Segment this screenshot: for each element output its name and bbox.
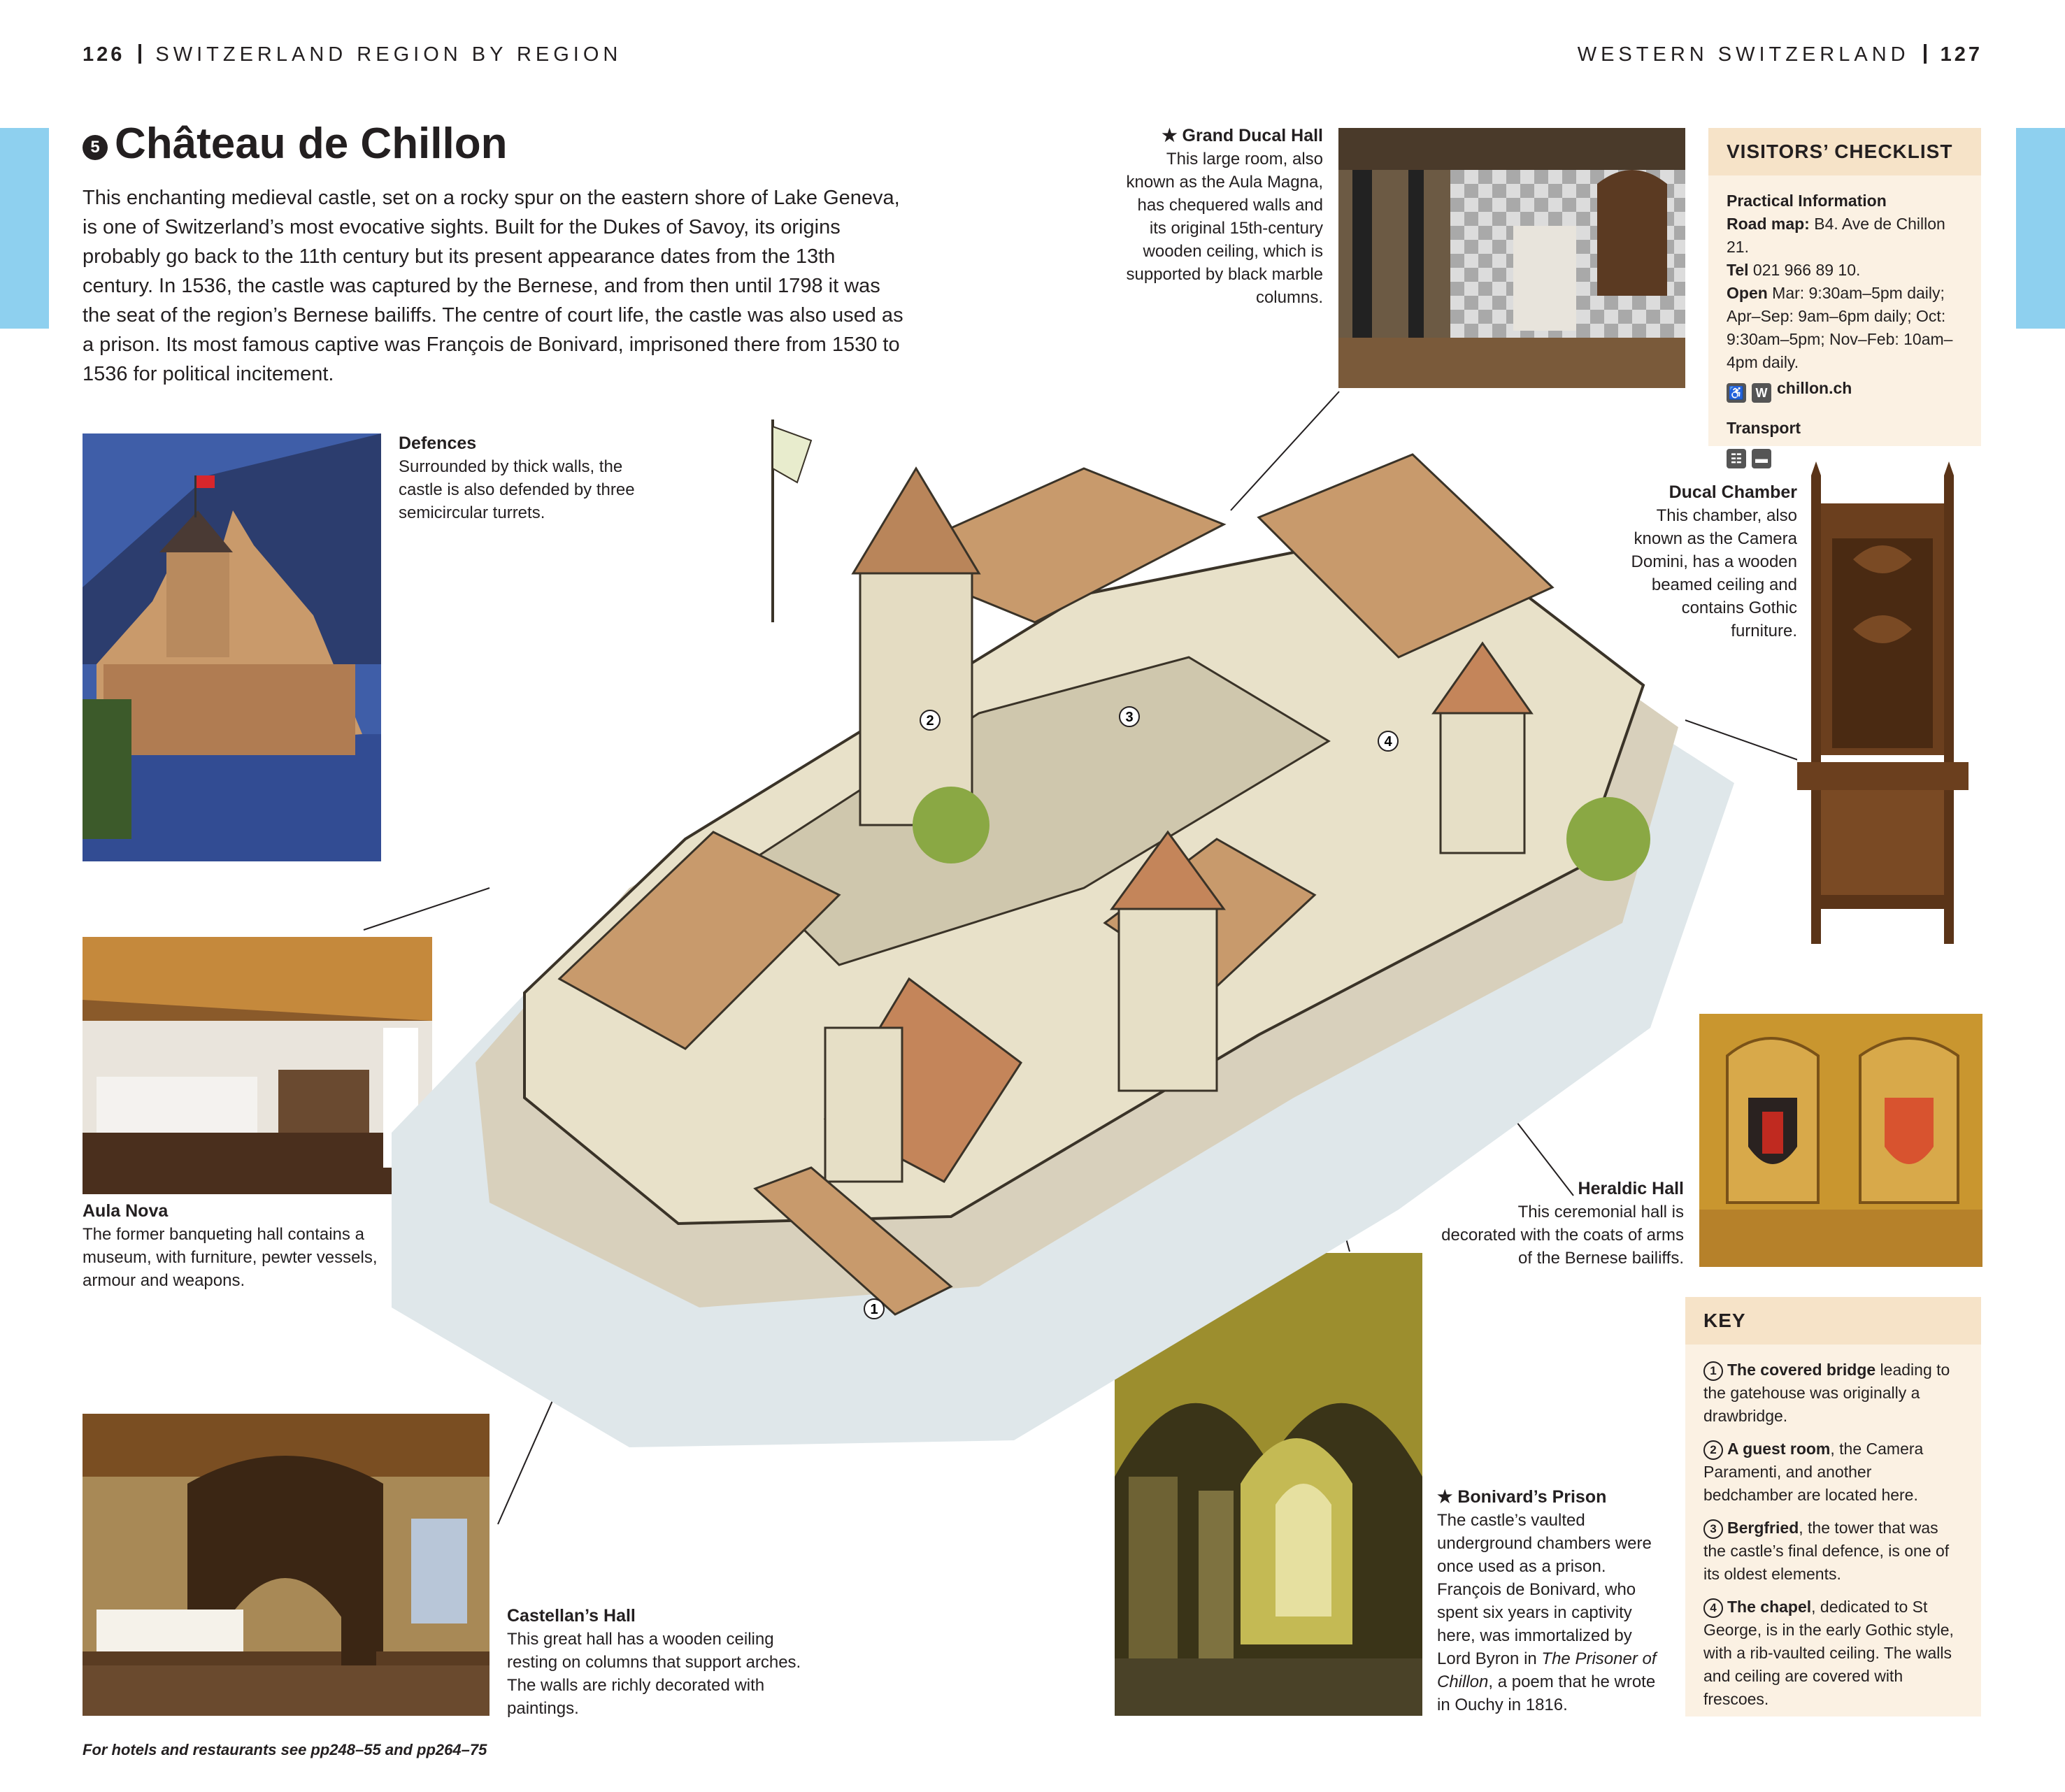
key-number: 3 bbox=[1703, 1519, 1723, 1539]
key-description: , dedicated to St George, is in the earl… bbox=[1703, 1598, 1954, 1708]
caption-defences: Defences Surrounded by thick walls, the … bbox=[399, 432, 650, 524]
caption-grand-ducal-hall: ★ Grand Ducal Hall This large room, also… bbox=[1119, 124, 1323, 309]
caption-title: ★ Bonivard’s Prison bbox=[1437, 1487, 1607, 1507]
key-term: A guest room bbox=[1727, 1440, 1831, 1458]
caption-text: The castle’s vaulted underground chamber… bbox=[1437, 1511, 1652, 1668]
website-link[interactable]: chillon.ch bbox=[1777, 379, 1852, 397]
accessibility-icon: ♿ bbox=[1727, 383, 1746, 403]
caption-heraldic-hall: Heraldic Hall This ceremonial hall is de… bbox=[1441, 1177, 1684, 1270]
practical-info-heading: Practical Information bbox=[1727, 192, 1887, 210]
caption-ducal-chamber: Ducal Chamber This chamber, also known a… bbox=[1615, 481, 1797, 643]
caption-bonivards-prison: ★ Bonivard’s Prison The castle’s vaulted… bbox=[1437, 1486, 1668, 1716]
caption-text: This chamber, also known as the Camera D… bbox=[1631, 506, 1797, 640]
checklist-heading: VISITORS’ CHECKLIST bbox=[1708, 128, 1981, 175]
photo-grand-ducal-hall bbox=[1338, 128, 1685, 388]
caption-title: Aula Nova bbox=[83, 1201, 169, 1221]
footer-note: For hotels and restaurants see pp248–55 … bbox=[83, 1741, 487, 1758]
caption-title: ★ Grand Ducal Hall bbox=[1162, 126, 1323, 145]
caption-text-end: , a poem that he wrote in Ouchy in 1816. bbox=[1437, 1672, 1656, 1714]
open-label: Open bbox=[1727, 284, 1768, 302]
key-description: , the Camera Paramenti, and another bedc… bbox=[1703, 1440, 1924, 1504]
photo-gothic-chair bbox=[1797, 461, 1968, 944]
photo-defences bbox=[83, 433, 381, 861]
photo-bonivards-prison bbox=[1115, 1253, 1422, 1716]
section-title-right: WESTERN SWITZERLAND bbox=[1577, 43, 1910, 66]
key-number: 4 bbox=[1703, 1598, 1723, 1618]
key-term: The covered bridge bbox=[1727, 1361, 1876, 1379]
tel-label: Tel bbox=[1727, 261, 1749, 279]
photo-aula-nova bbox=[83, 937, 432, 1194]
section-title-left: SWITZERLAND REGION BY REGION bbox=[155, 43, 622, 66]
marker-1: 1 bbox=[870, 1302, 878, 1317]
road-map-label: Road map: bbox=[1727, 215, 1810, 233]
marker-3: 3 bbox=[1125, 710, 1133, 725]
tel-value: 021 966 89 10. bbox=[1752, 261, 1861, 279]
page-number-left: 126 bbox=[83, 43, 125, 66]
caption-title: Ducal Chamber bbox=[1669, 482, 1797, 502]
train-icon: ☷ bbox=[1727, 449, 1746, 468]
title-text: Château de Chillon bbox=[115, 120, 508, 168]
key-description: , the tower that was the castle’s final … bbox=[1703, 1519, 1950, 1583]
page-number-right: 127 bbox=[1940, 43, 1982, 66]
thumb-tab-left bbox=[0, 128, 49, 329]
castle-illustration: 2 3 4 1 bbox=[350, 294, 1762, 1482]
page-title: 5 Château de Chillon bbox=[83, 119, 507, 169]
caption-castellans-hall: Castellan’s Hall This great hall has a w… bbox=[507, 1605, 815, 1720]
caption-title: Heraldic Hall bbox=[1578, 1179, 1684, 1198]
key-number: 1 bbox=[1703, 1361, 1723, 1381]
key-heading: KEY bbox=[1685, 1297, 1981, 1345]
thumb-tab-right bbox=[2016, 128, 2065, 329]
caption-text: This ceremonial hall is decorated with t… bbox=[1441, 1203, 1684, 1268]
visitors-checklist: VISITORS’ CHECKLIST Practical Informatio… bbox=[1708, 128, 1981, 468]
caption-title: Defences bbox=[399, 433, 477, 453]
photo-castellans-hall bbox=[83, 1414, 490, 1716]
transport-heading: Transport bbox=[1727, 419, 1801, 437]
intro-paragraph: This enchanting medieval castle, set on … bbox=[83, 187, 903, 385]
caption-aula-nova: Aula Nova The former banqueting hall con… bbox=[83, 1200, 383, 1292]
caption-text: Surrounded by thick walls, the castle is… bbox=[399, 457, 635, 522]
website-icon: W bbox=[1752, 383, 1771, 403]
running-header-right: WESTERN SWITZERLAND 127 bbox=[1578, 43, 1982, 66]
header-divider bbox=[138, 44, 142, 64]
poem-title: The Prisoner of Chillon bbox=[1437, 1649, 1657, 1691]
bus-icon: ▬ bbox=[1752, 449, 1771, 468]
key-description: leading to the gatehouse was originally … bbox=[1703, 1361, 1950, 1425]
key-term: The chapel bbox=[1727, 1598, 1812, 1616]
open-value: Mar: 9:30am–5pm daily; Apr–Sep: 9am–6pm … bbox=[1727, 284, 1953, 371]
road-map-value: B4. Ave de Chillon 21. bbox=[1727, 215, 1945, 256]
caption-text: This large room, also known as the Aula … bbox=[1126, 150, 1323, 307]
key-number: 2 bbox=[1703, 1440, 1723, 1460]
header-divider bbox=[1923, 44, 1927, 64]
key-term: Bergfried bbox=[1727, 1519, 1799, 1537]
photo-heraldic-hall bbox=[1699, 1014, 1982, 1267]
entry-number-badge: 5 bbox=[83, 135, 108, 160]
caption-text: The former banqueting hall contains a mu… bbox=[83, 1225, 378, 1290]
marker-4: 4 bbox=[1384, 734, 1392, 750]
running-header-left: 126 SWITZERLAND REGION BY REGION bbox=[83, 43, 622, 66]
caption-title: Castellan’s Hall bbox=[507, 1606, 636, 1626]
marker-2: 2 bbox=[926, 713, 934, 729]
caption-text: This great hall has a wooden ceiling res… bbox=[507, 1630, 801, 1718]
